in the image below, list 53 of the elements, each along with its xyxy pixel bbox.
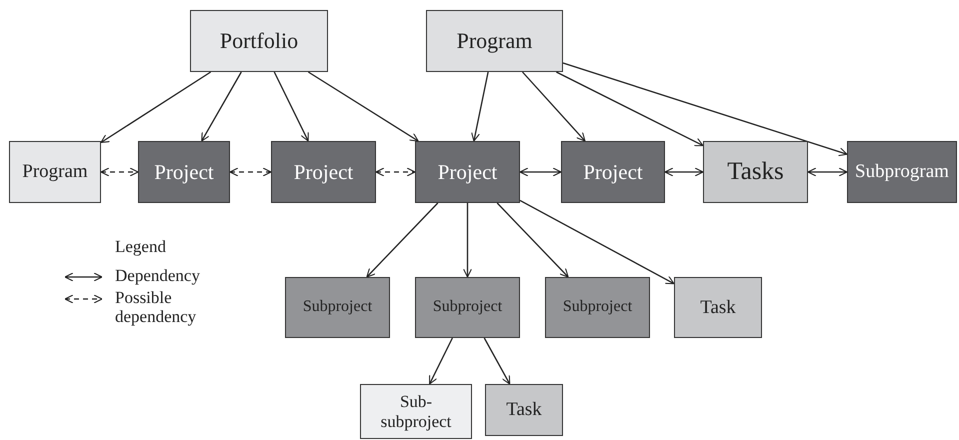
process-box bbox=[426, 10, 563, 72]
node-label: Program bbox=[22, 161, 88, 183]
arrow bbox=[562, 62, 848, 156]
arrow bbox=[807, 167, 848, 177]
process-box bbox=[190, 10, 328, 72]
arrow bbox=[522, 72, 586, 142]
arrow bbox=[556, 71, 704, 146]
node-label: Subproject bbox=[302, 298, 372, 317]
arrow bbox=[201, 72, 242, 142]
process-box bbox=[271, 141, 376, 203]
process-box bbox=[415, 141, 520, 203]
node-label: Program bbox=[456, 28, 532, 54]
arrow bbox=[519, 167, 562, 177]
arrow bbox=[100, 167, 139, 177]
legend-text: Possible dependency bbox=[115, 289, 198, 326]
process-box bbox=[847, 141, 957, 203]
arrow bbox=[274, 72, 309, 142]
legend-heading: Legend bbox=[115, 238, 166, 257]
process-box bbox=[485, 384, 563, 436]
node-label: Subprogram bbox=[855, 161, 949, 183]
node-label: Subproject bbox=[432, 298, 502, 317]
arrow bbox=[366, 202, 438, 278]
process-box bbox=[674, 277, 762, 338]
node-label: Project bbox=[154, 160, 214, 184]
arrow bbox=[375, 167, 416, 177]
node-label: Project bbox=[583, 160, 643, 184]
arrow bbox=[496, 202, 569, 278]
arrow bbox=[229, 167, 272, 177]
arrow bbox=[484, 338, 510, 385]
process-box bbox=[545, 277, 650, 338]
node-label: Task bbox=[506, 399, 542, 421]
arrow bbox=[100, 71, 212, 144]
process-box bbox=[285, 277, 390, 338]
process-box bbox=[415, 277, 520, 338]
arrow bbox=[308, 71, 419, 142]
arrow bbox=[471, 72, 489, 142]
arrow bbox=[429, 338, 453, 385]
node-label: Project bbox=[438, 160, 498, 184]
process-box bbox=[561, 141, 665, 203]
node-label: Tasks bbox=[727, 158, 784, 186]
process-box bbox=[9, 141, 101, 203]
arrow bbox=[462, 203, 472, 278]
arrow bbox=[664, 167, 704, 177]
process-box bbox=[138, 141, 230, 203]
process-box bbox=[703, 141, 808, 203]
legend-text: Dependency bbox=[115, 267, 201, 286]
arrow bbox=[520, 200, 675, 284]
process-box bbox=[360, 384, 472, 439]
node-label: Sub- subproject bbox=[380, 392, 452, 432]
node-label: Project bbox=[294, 160, 354, 184]
node-label: Portfolio bbox=[220, 28, 298, 54]
node-label: Subproject bbox=[562, 298, 632, 317]
node-label: Task bbox=[700, 296, 736, 318]
